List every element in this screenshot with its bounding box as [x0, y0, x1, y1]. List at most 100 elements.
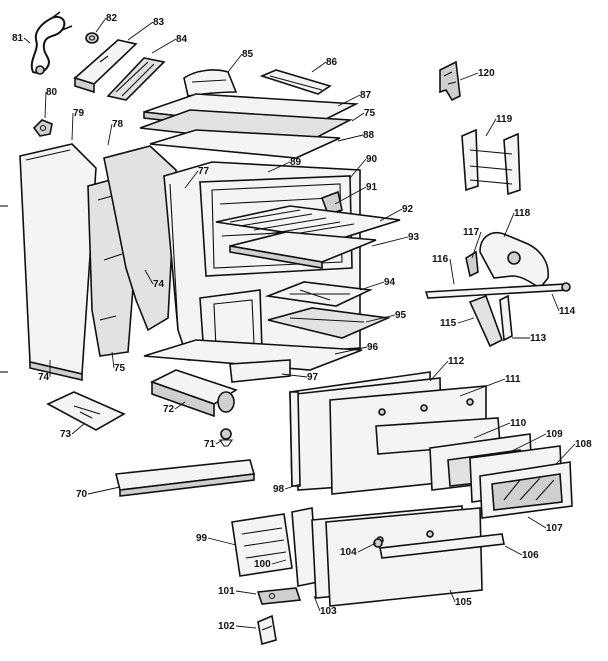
callout-label-c73: 73 [60, 429, 72, 440]
leader-line-c82 [95, 17, 107, 33]
callout-label-c88: 88 [363, 130, 375, 141]
callout-label-c117: 117 [463, 227, 480, 238]
callout-label-c114: 114 [559, 306, 576, 317]
leader-line-c72 [174, 401, 186, 410]
part-72-valve-assembly [149, 369, 238, 418]
leader-line-c77 [184, 170, 199, 189]
leader-line-c115 [457, 317, 475, 324]
callout-label-c79: 79 [73, 108, 85, 119]
leader-line-c70 [87, 486, 121, 495]
leader-line-c94 [359, 281, 385, 291]
callout-label-c92: 92 [402, 204, 414, 215]
leader-line-c80 [44, 91, 47, 119]
part-118-burner-elbow [479, 232, 550, 290]
leader-line-c100 [271, 559, 287, 565]
callout-label-c74a: 74 [38, 372, 50, 383]
leader-line-c98 [284, 483, 301, 490]
leader-line-c104 [357, 542, 377, 553]
leader-line-c97 [281, 373, 308, 378]
callout-label-c71: 71 [204, 439, 216, 450]
leader-line-c111 [459, 378, 506, 397]
part-79-side-panel [19, 143, 97, 375]
part-84-vent-cover [106, 57, 166, 101]
callout-label-c80: 80 [46, 87, 58, 98]
callout-label-c96: 96 [367, 342, 379, 353]
callout-label-c72: 72 [163, 404, 175, 415]
callout-label-c70: 70 [76, 489, 88, 500]
leader-line-c102 [235, 625, 257, 629]
part-82-bushing [85, 32, 99, 44]
callout-label-c98: 98 [273, 484, 285, 495]
part-102-clip [257, 614, 277, 646]
leader-line-c89 [267, 161, 291, 173]
leader-line-c101 [235, 590, 257, 595]
callout-label-c120: 120 [478, 68, 495, 79]
part-81-wire-harness [30, 11, 73, 75]
leader-line-c114 [551, 293, 560, 312]
callout-label-c82: 82 [106, 13, 118, 24]
leader-line-c71 [215, 439, 223, 445]
part-120-latch [439, 60, 461, 102]
callout-label-c110: 110 [510, 418, 527, 429]
leader-line-c96 [334, 346, 368, 355]
callout-label-c111: 111 [505, 374, 521, 385]
part-104-handle-screw [373, 538, 383, 548]
part-71-fitting [218, 428, 234, 447]
leader-line-c99 [207, 537, 237, 546]
callout-label-c112: 112 [448, 356, 465, 367]
leader-line-c83 [127, 21, 154, 41]
leader-line-c73 [71, 422, 86, 435]
callout-label-c74b: 74 [153, 279, 165, 290]
callout-label-c90: 90 [366, 154, 378, 165]
part-91-bracket [320, 190, 343, 215]
callout-label-c106: 106 [522, 550, 539, 561]
callout-label-c89: 89 [290, 157, 302, 168]
leader-line-c112 [429, 360, 449, 382]
leader-line-c92 [379, 208, 403, 222]
callout-label-c78: 78 [112, 119, 124, 130]
callout-label-c94: 94 [384, 277, 396, 288]
leader-line-c74b [144, 269, 154, 285]
callout-label-c104: 104 [340, 547, 357, 558]
callout-label-c77: 77 [198, 166, 210, 177]
part-85-vent-trim [183, 69, 238, 97]
part-83-vent-duct [73, 39, 138, 94]
callout-label-c103: 103 [320, 606, 337, 617]
part-80-grommet [32, 119, 53, 137]
leader-line-c103 [313, 595, 321, 612]
callout-label-c87: 87 [360, 90, 372, 101]
callout-label-c115: 115 [440, 318, 457, 329]
leader-line-c118 [503, 212, 515, 238]
callout-label-c91: 91 [366, 182, 378, 193]
callout-label-c100: 100 [254, 559, 271, 570]
leader-line-c105 [449, 589, 456, 603]
callout-label-c75b: 75 [364, 108, 376, 119]
callout-label-c108: 108 [575, 439, 592, 450]
leader-line-c90 [349, 158, 367, 179]
leader-line-c110 [473, 422, 511, 439]
callout-label-c97: 97 [307, 372, 319, 383]
part-99-control-panel [231, 513, 293, 577]
callout-label-c109: 109 [546, 429, 563, 440]
leader-line-c116 [449, 258, 455, 285]
callout-label-c85: 85 [242, 49, 254, 60]
leader-lines [23, 17, 576, 629]
part-94-burner [264, 281, 373, 307]
leader-line-c91 [334, 186, 367, 205]
callout-label-c99: 99 [196, 533, 208, 544]
part-70-kick-plate [115, 459, 256, 497]
part-98-door-frame-lower [289, 391, 301, 487]
callout-label-c119: 119 [496, 114, 513, 125]
callout-label-c75a: 75 [114, 363, 126, 374]
callout-label-c83: 83 [153, 17, 165, 28]
leader-line-c107 [527, 516, 547, 529]
leader-line-c88 [337, 134, 364, 142]
leader-line-c108 [555, 443, 576, 465]
callout-label-c118: 118 [514, 208, 531, 219]
leader-line-c120 [459, 72, 479, 81]
part-78-insulation-panel [103, 145, 177, 332]
part-115-electrode [468, 294, 503, 348]
